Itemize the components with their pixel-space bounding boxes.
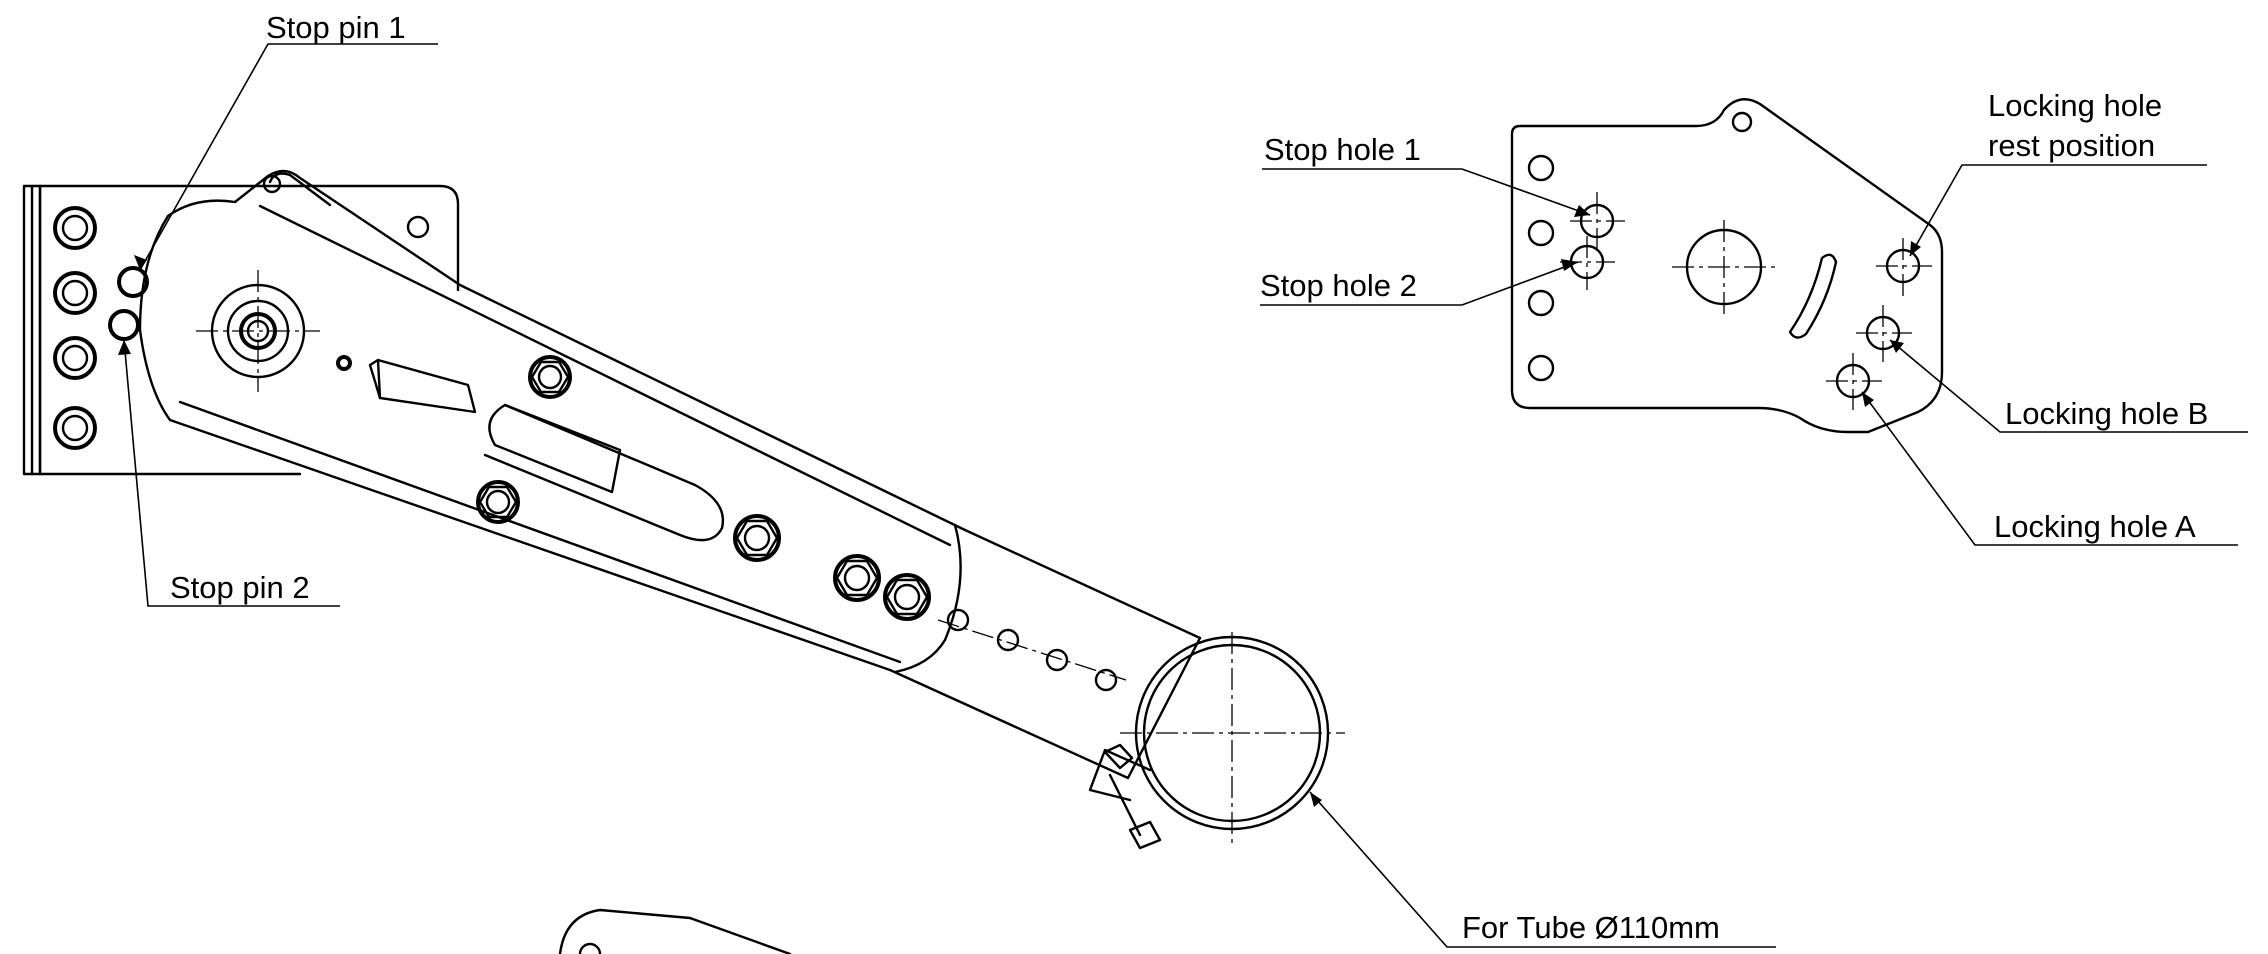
mounting-plate-detail <box>1510 98 1944 434</box>
wall-bracket <box>22 184 460 476</box>
bracket-bolt-holes <box>53 206 97 450</box>
stop-pins <box>108 266 149 341</box>
leader-lines <box>118 43 2248 948</box>
label-locking-hole-rest-line2: rest position <box>1988 128 2155 163</box>
arm-nuts <box>476 355 931 621</box>
plate-holes-left <box>1527 154 1555 382</box>
label-stop-hole-1: Stop hole 1 <box>1264 132 1421 167</box>
label-stop-pin-2: Stop pin 2 <box>170 570 310 605</box>
label-tube-clamp: For Tube Ø110mm <box>1462 910 1720 945</box>
label-locking-hole-a: Locking hole A <box>1994 509 2196 544</box>
label-stop-hole-2: Stop hole 2 <box>1260 268 1417 303</box>
swing-arm <box>138 169 1202 780</box>
lower-bracket-partial <box>558 908 792 954</box>
label-stop-pin-1: Stop pin 1 <box>266 10 406 45</box>
label-locking-hole-rest-line1: Locking hole <box>1988 88 2162 123</box>
label-locking-hole-b: Locking hole B <box>2005 396 2208 431</box>
extension-holes <box>937 608 1127 692</box>
tube-clamp <box>1088 632 1345 850</box>
